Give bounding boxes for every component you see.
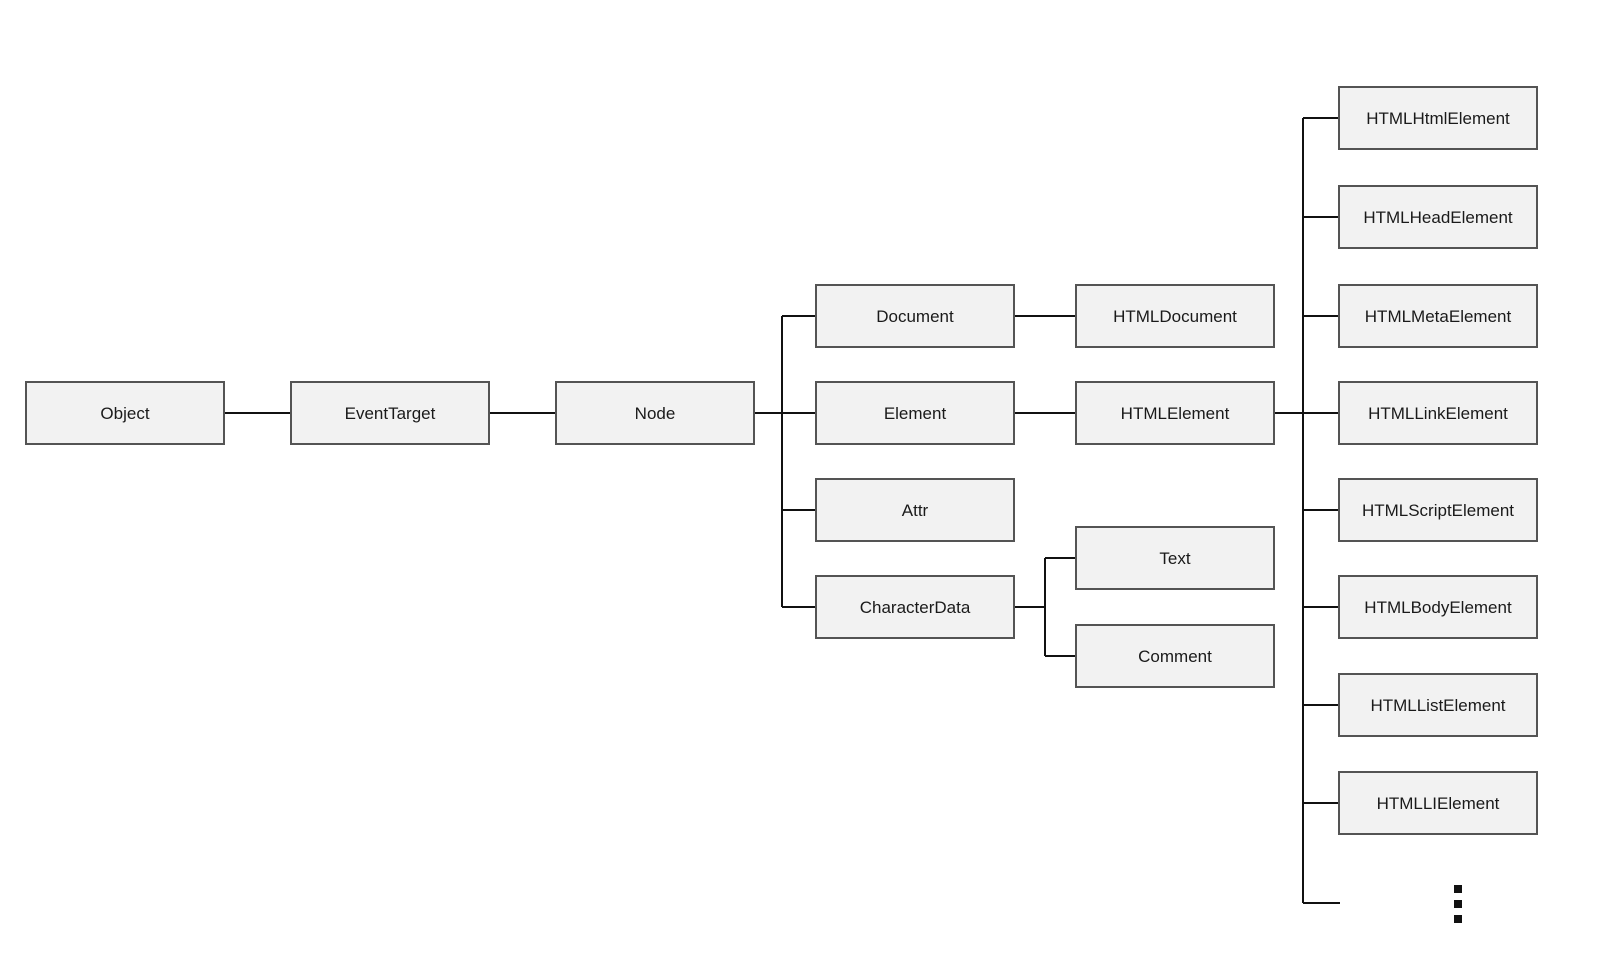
node-comment: Comment — [1075, 624, 1275, 688]
node-character-data: CharacterData — [815, 575, 1015, 639]
node-html-head-element: HTMLHeadElement — [1338, 185, 1538, 249]
ellipsis-dot — [1454, 900, 1462, 908]
node-html-body-element: HTMLBodyElement — [1338, 575, 1538, 639]
ellipsis-dot — [1454, 885, 1462, 893]
node-event-target: EventTarget — [290, 381, 490, 445]
ellipsis-dot — [1454, 915, 1462, 923]
node-attr: Attr — [815, 478, 1015, 542]
node-html-element: HTMLElement — [1075, 381, 1275, 445]
node-html-document: HTMLDocument — [1075, 284, 1275, 348]
node-document: Document — [815, 284, 1015, 348]
node-html-html-element: HTMLHtmlElement — [1338, 86, 1538, 150]
node-html-meta-element: HTMLMetaElement — [1338, 284, 1538, 348]
node-object: Object — [25, 381, 225, 445]
node-html-li-element: HTMLLIElement — [1338, 771, 1538, 835]
node-text: Text — [1075, 526, 1275, 590]
node-element: Element — [815, 381, 1015, 445]
vertical-ellipsis-icon — [1453, 885, 1463, 923]
node-node: Node — [555, 381, 755, 445]
node-html-list-element: HTMLListElement — [1338, 673, 1538, 737]
node-html-script-element: HTMLScriptElement — [1338, 478, 1538, 542]
node-html-link-element: HTMLLinkElement — [1338, 381, 1538, 445]
